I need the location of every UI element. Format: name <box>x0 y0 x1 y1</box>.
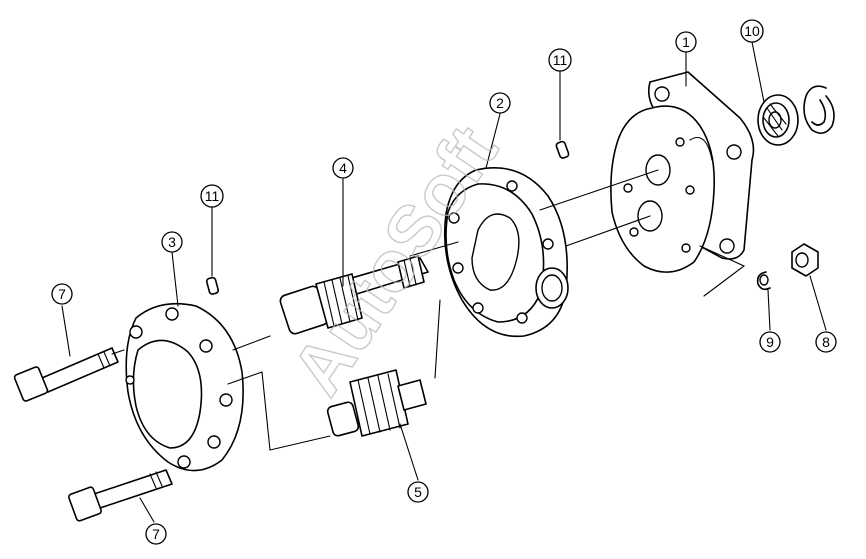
svg-text:10: 10 <box>744 23 760 39</box>
bolt-lower-part <box>68 469 173 522</box>
callout-2: 2 <box>489 92 511 114</box>
callout-1: 1 <box>675 31 697 53</box>
leader-lines <box>61 41 827 523</box>
svg-text:7: 7 <box>152 526 160 542</box>
svg-text:3: 3 <box>168 234 176 250</box>
svg-text:5: 5 <box>414 484 422 500</box>
dowel-pin-lower <box>205 276 220 295</box>
callout-7-lower: 7 <box>145 523 167 545</box>
callout-9: 9 <box>759 331 781 353</box>
svg-text:8: 8 <box>822 334 830 350</box>
callout-5: 5 <box>407 481 429 503</box>
svg-text:9: 9 <box>766 334 774 350</box>
callout-8: 8 <box>815 331 837 353</box>
svg-text:11: 11 <box>205 188 220 204</box>
callout-11-upper: 11 <box>548 48 572 72</box>
callout-10: 10 <box>740 19 764 43</box>
svg-text:7: 7 <box>58 286 66 302</box>
drive-shaft-gear-part <box>279 255 429 335</box>
callout-3: 3 <box>161 231 183 253</box>
dowel-pin-upper <box>555 140 570 159</box>
svg-text:1: 1 <box>682 34 690 50</box>
front-cover-part <box>125 302 244 472</box>
callout-7-upper: 7 <box>51 283 73 305</box>
washer-part <box>756 271 771 291</box>
svg-text:11: 11 <box>553 52 568 68</box>
bolt-upper-part <box>13 347 119 402</box>
driven-gear-part <box>326 369 427 437</box>
callout-11-lower: 11 <box>200 184 224 208</box>
alignment-lines <box>111 169 746 451</box>
gear-body-part <box>443 167 569 338</box>
nut-part <box>791 243 819 277</box>
svg-text:4: 4 <box>339 160 347 176</box>
bearing-part <box>757 94 799 146</box>
callout-4: 4 <box>332 157 354 179</box>
snap-ring-part <box>803 85 835 134</box>
rear-housing-part <box>610 71 755 273</box>
svg-text:2: 2 <box>496 95 504 111</box>
